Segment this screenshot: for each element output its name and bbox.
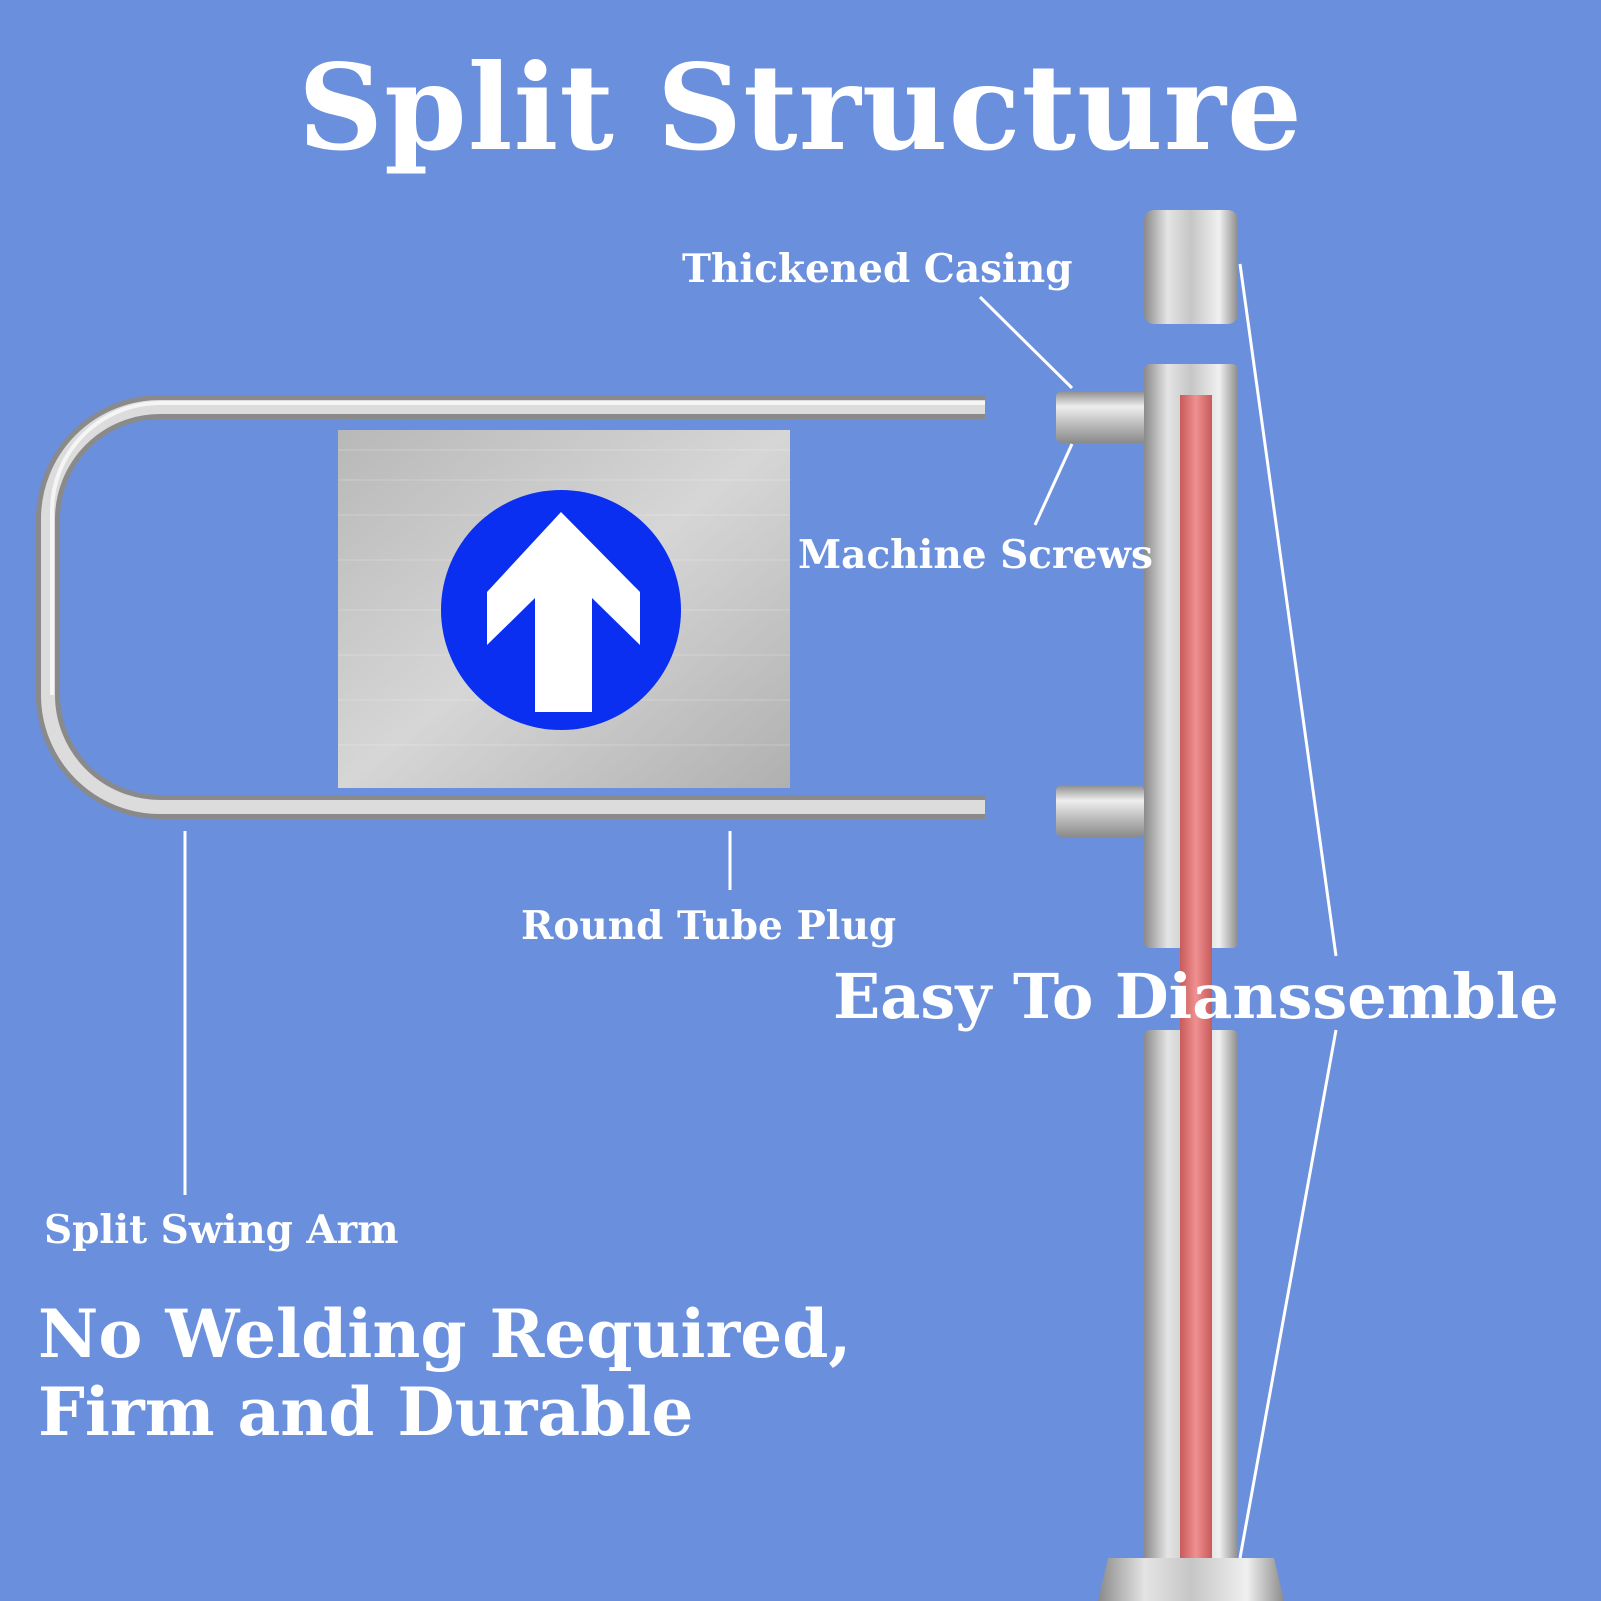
easy-disassemble-label: Easy To Dianssemble (833, 960, 1559, 1033)
red-light-strip (1180, 395, 1212, 1601)
no-welding-line-2: Firm and Durable (38, 1372, 694, 1451)
thickened-casing-label: Thickened Casing (682, 246, 1073, 292)
machine-screws-label: Machine Screws (798, 532, 1153, 578)
post-base (1098, 1558, 1284, 1601)
split-swing-arm (36, 395, 985, 819)
page-title: Split Structure (297, 38, 1304, 177)
sign-plate (338, 430, 790, 788)
round-tube-plug-label: Round Tube Plug (521, 903, 897, 949)
thickened-casing (1144, 210, 1238, 324)
split-swing-arm-label: Split Swing Arm (44, 1207, 399, 1253)
up-arrow-icon (487, 512, 640, 712)
no-welding-caption: No Welding Required, Firm and Durable (38, 1295, 852, 1452)
no-welding-line-1: No Welding Required, (38, 1295, 852, 1373)
callout-lines (183, 263, 1338, 1559)
machine-screws (1056, 391, 1148, 837)
post (1098, 210, 1284, 1601)
